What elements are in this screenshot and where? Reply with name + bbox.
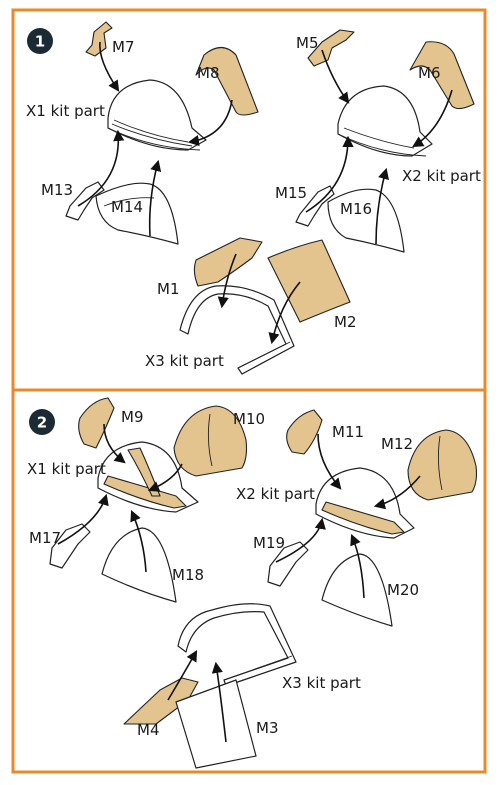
label-m10: M10 xyxy=(233,410,265,428)
step-2-frame xyxy=(11,388,487,774)
label-m4: M4 xyxy=(137,721,160,739)
m4-part xyxy=(123,677,199,725)
m1-part xyxy=(193,237,263,287)
step-1-badge xyxy=(27,28,53,54)
m2-part xyxy=(267,239,351,323)
x2-canopy xyxy=(337,85,433,157)
m11-part xyxy=(286,409,323,455)
step-2-x2-assembly xyxy=(267,409,478,627)
x1-frame-etch xyxy=(103,475,187,509)
m17-part xyxy=(49,523,91,569)
m12-part xyxy=(407,429,478,501)
label-m5: M5 xyxy=(296,34,319,52)
x2-frame-etch xyxy=(321,501,405,535)
label-m18: M18 xyxy=(172,566,204,584)
m16-part xyxy=(327,188,405,253)
label-m7: M7 xyxy=(112,38,135,56)
step-1-panel: 1 xyxy=(11,8,487,392)
label-m9: M9 xyxy=(121,408,144,426)
m8-part xyxy=(195,46,259,116)
step-1-number: 1 xyxy=(35,33,45,51)
label-m13: M13 xyxy=(41,181,73,199)
label-x1-kit-part-2: X1 kit part xyxy=(27,460,106,478)
label-m17: M17 xyxy=(29,529,61,547)
label-m12: M12 xyxy=(381,435,413,453)
m10-part xyxy=(173,405,248,477)
m5-part xyxy=(307,29,355,67)
m6-part xyxy=(409,41,475,110)
label-x1-kit-part: X1 kit part xyxy=(26,102,105,120)
label-x2-kit-part-2: X2 kit part xyxy=(236,485,315,503)
label-m20: M20 xyxy=(387,581,419,599)
m3-part xyxy=(175,679,257,769)
label-m16: M16 xyxy=(340,200,372,218)
label-m11: M11 xyxy=(332,423,364,441)
label-x2-kit-part: X2 kit part xyxy=(402,167,481,185)
m19-part xyxy=(267,541,309,587)
m9-part xyxy=(78,397,115,449)
m20-part xyxy=(321,553,393,627)
label-m2: M2 xyxy=(334,313,357,331)
step-2-badge xyxy=(29,409,55,435)
m18-part xyxy=(101,527,177,603)
step-2-x1-assembly xyxy=(49,397,248,603)
step-1-x1-assembly xyxy=(65,21,259,245)
label-m3: M3 xyxy=(256,719,279,737)
step-2-panel: 2 xyxy=(11,388,487,774)
label-m15: M15 xyxy=(275,184,307,202)
x3-windscreen-2 xyxy=(177,603,297,687)
label-m1: M1 xyxy=(157,280,180,298)
label-m14: M14 xyxy=(111,198,143,216)
x1-canopy xyxy=(107,79,207,151)
m14-part xyxy=(95,182,179,245)
step-1-x3-assembly xyxy=(179,237,351,375)
label-m19: M19 xyxy=(253,534,285,552)
step-1-x2-assembly xyxy=(295,29,475,253)
step-2-x3-assembly xyxy=(123,603,297,769)
m7-part xyxy=(85,21,113,57)
label-m8: M8 xyxy=(197,64,220,82)
label-m6: M6 xyxy=(418,64,441,82)
label-x3-kit-part-2: X3 kit part xyxy=(282,674,361,692)
step-2-number: 2 xyxy=(37,414,47,432)
label-x3-kit-part: X3 kit part xyxy=(145,352,224,370)
